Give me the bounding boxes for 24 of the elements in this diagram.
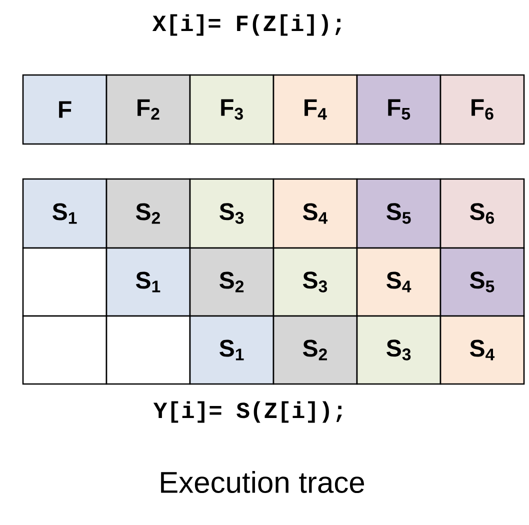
- table-cell: F$_{5}$: [356, 74, 442, 145]
- table-cell: S$_{1}$: [22, 178, 108, 249]
- table-cell: S$_{5}$: [356, 178, 442, 249]
- table-cell: S$_{4}$: [356, 247, 442, 317]
- table-cell: F: [22, 74, 108, 145]
- caption: Execution trace: [161, 471, 364, 494]
- table-cell: S$_{3}$: [189, 178, 274, 249]
- table-cell: S$_{1}$: [106, 247, 191, 317]
- table-cell: S$_{2}$: [272, 315, 358, 385]
- table-cell: S$_{3}$: [356, 315, 442, 385]
- code-line: X[i]= F(Z[i]);: [152, 14, 341, 36]
- table-cell: S$_{1}$: [189, 315, 274, 385]
- table-cell: F$_{3}$: [189, 74, 274, 145]
- table-cell: F$_{6}$: [440, 74, 525, 145]
- table-cell: S$_{5}$: [440, 247, 525, 317]
- table-cell: S$_{2}$: [106, 178, 191, 249]
- table-cell: S$_{4}$: [440, 315, 525, 385]
- table-cell: S$_{4}$: [272, 178, 358, 249]
- table-cell: S$_{2}$: [189, 247, 274, 317]
- code-line: Y[i]= S(Z[i]);: [153, 401, 342, 423]
- table-cell: F$_{4}$: [272, 74, 358, 145]
- table-cell: S$_{6}$: [440, 178, 525, 249]
- table-cell: S$_{3}$: [272, 247, 358, 317]
- table-cell: F$_{2}$: [106, 74, 191, 145]
